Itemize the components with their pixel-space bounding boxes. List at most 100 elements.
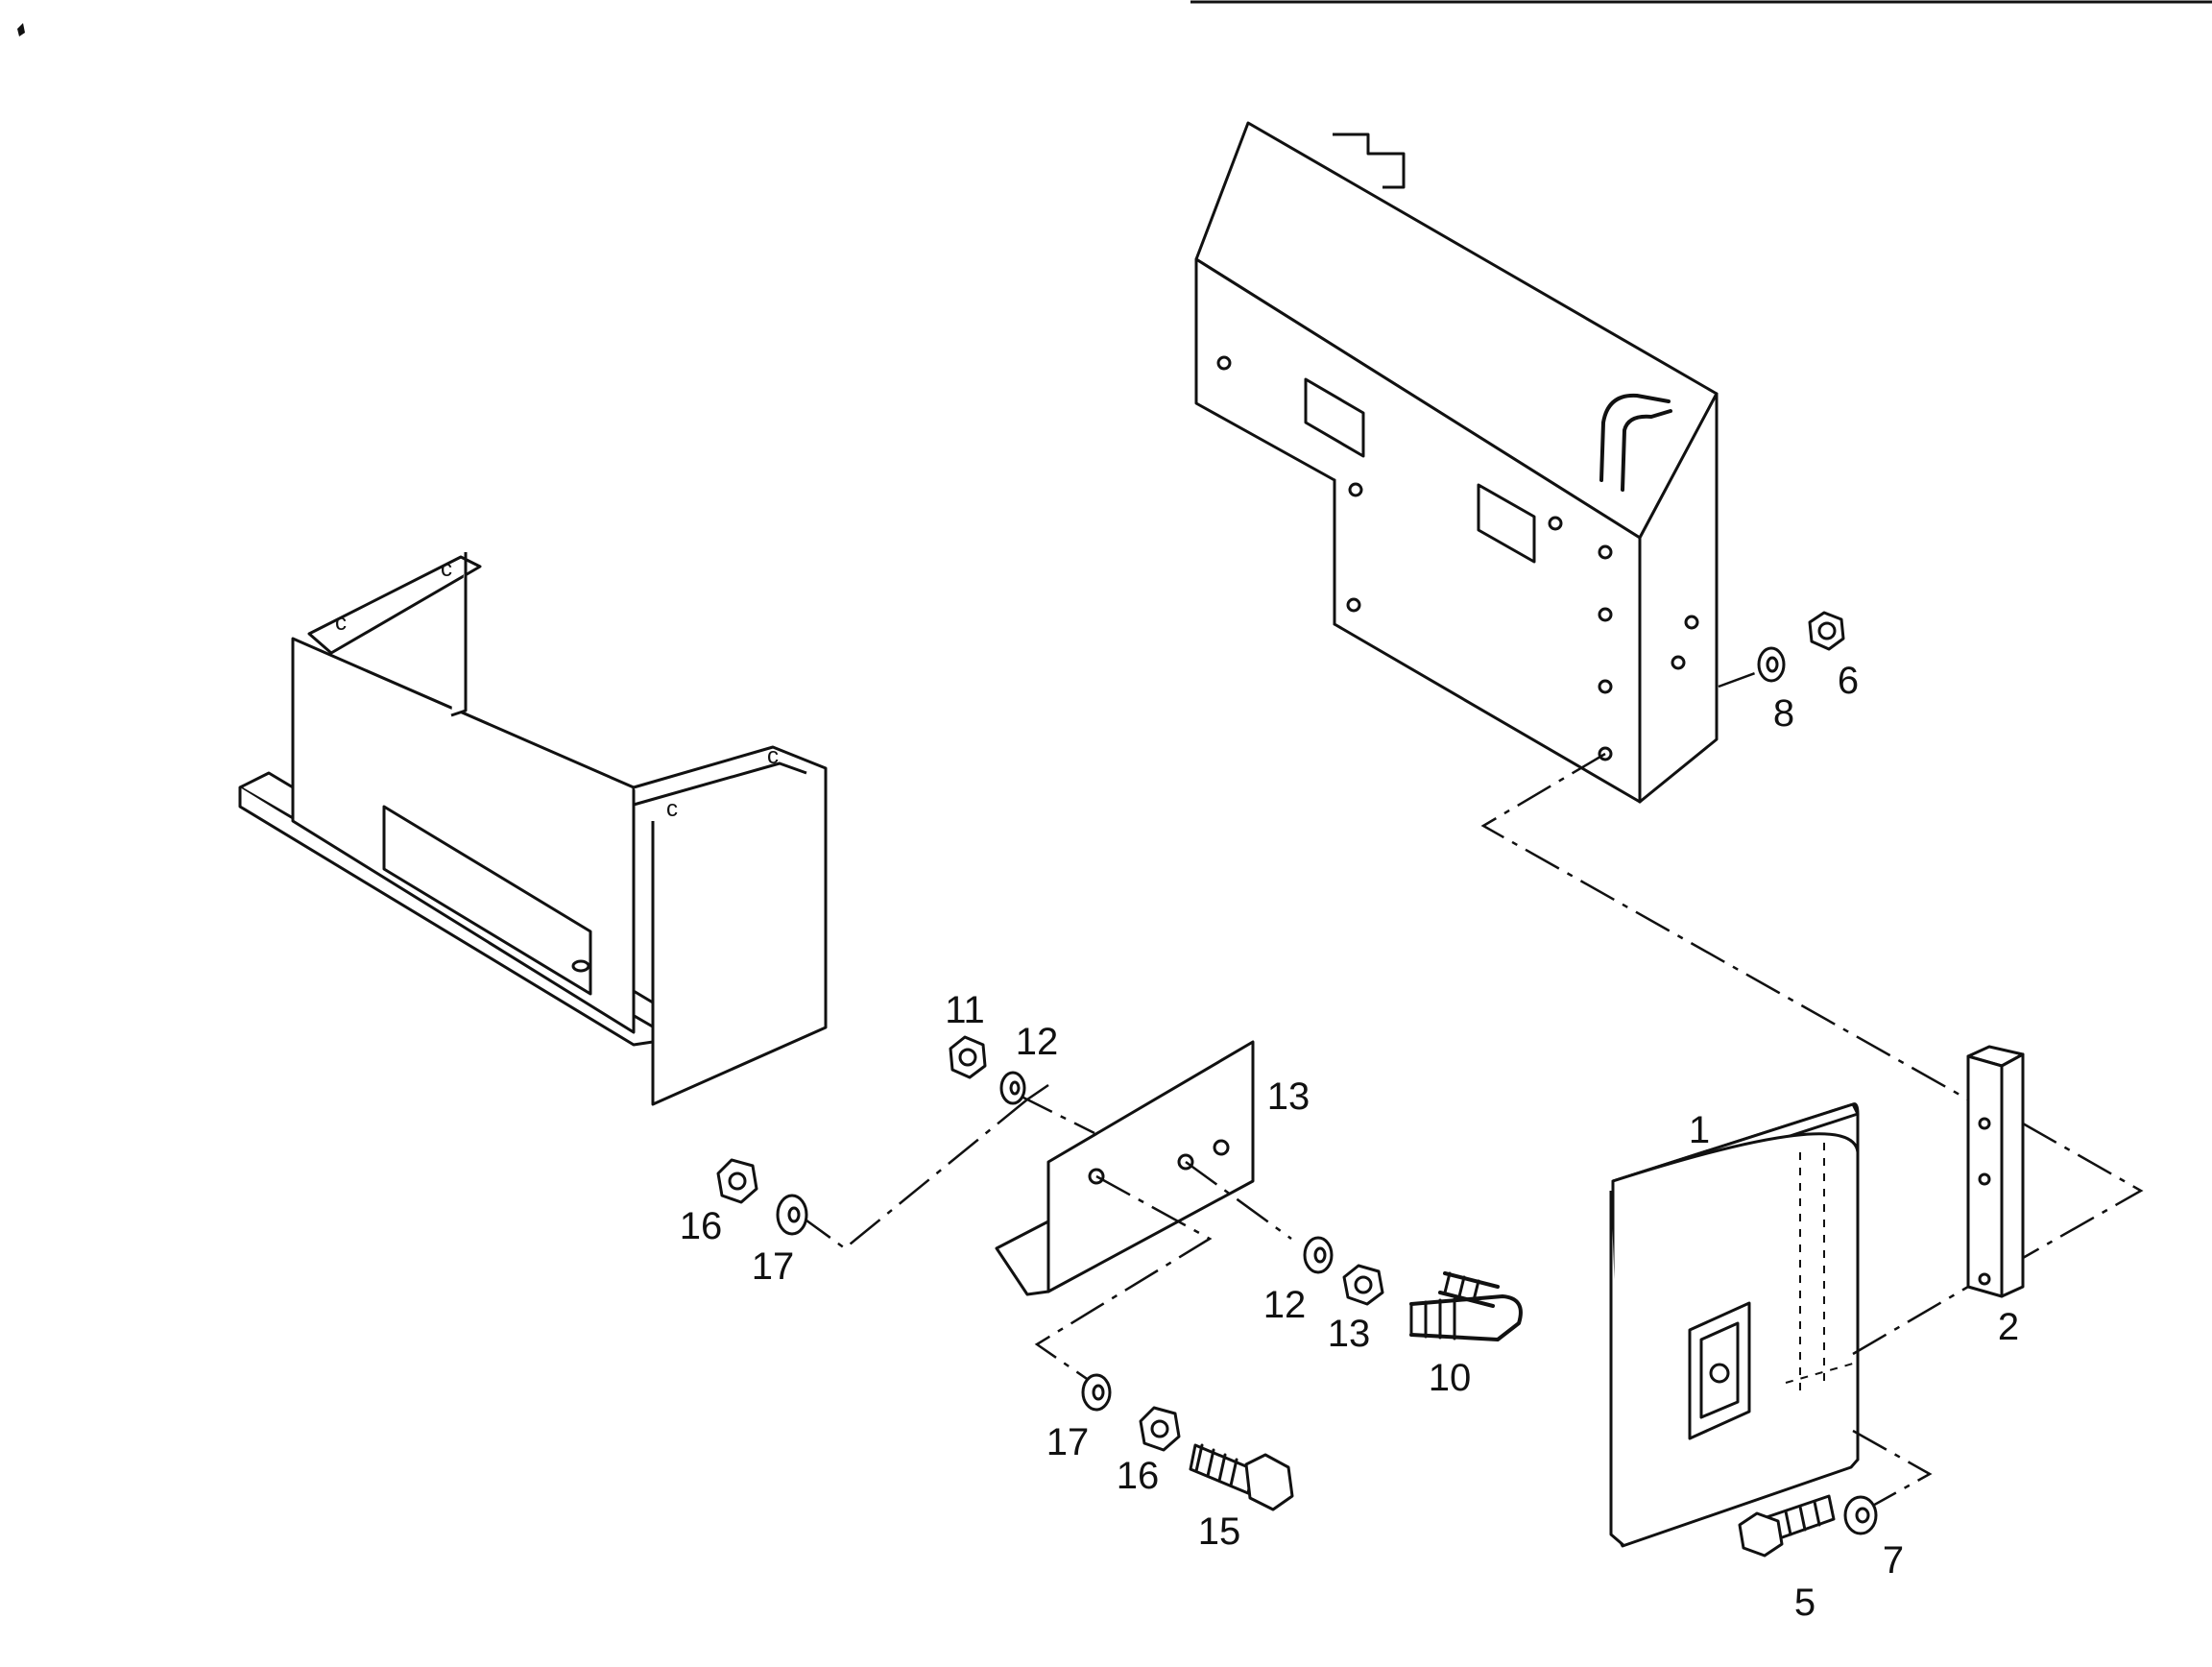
washer: [1843, 1495, 1878, 1535]
nut: [1139, 1406, 1181, 1452]
lock-washer: [999, 1071, 1026, 1105]
center-line-bar-right: [2022, 1122, 2144, 1260]
center-line-bolt-path: [1034, 1174, 1213, 1385]
battery-box-side-face: [1638, 392, 1719, 804]
spacer-bar-hole-3: [1978, 1272, 1991, 1286]
lock-washer-12-upper: [999, 1071, 1026, 1105]
washer-7: [1843, 1495, 1878, 1535]
spacer-bar: [1966, 1045, 2025, 1298]
callout-13-lower: 13: [1328, 1313, 1371, 1355]
support-frame: c c c c: [238, 552, 828, 1106]
washer-8-bore: [1766, 656, 1779, 673]
nut-13-lower-bore: [1354, 1275, 1373, 1294]
support-frame-hole: [571, 959, 590, 973]
washer-17-left: [776, 1194, 808, 1236]
cover-panel: [1609, 1102, 1860, 1548]
lock-washer-12-lower: [1303, 1236, 1334, 1274]
nut: [1342, 1264, 1384, 1306]
nut: [716, 1158, 758, 1204]
angle-bracket-hole-1: [1088, 1168, 1105, 1185]
callout-7: 7: [1883, 1539, 1904, 1582]
callout-15: 15: [1198, 1510, 1241, 1553]
spacer-bar-hole-1: [1978, 1117, 1991, 1130]
u-bolt-10-upper-leg: [1438, 1271, 1500, 1308]
nut-13-lower: [1342, 1264, 1384, 1306]
center-line-washer12-to-bracket: [1017, 1093, 1095, 1135]
angle-bracket-hole-3: [1213, 1139, 1230, 1156]
callout-17-lower: 17: [1046, 1421, 1090, 1463]
nut-16-lower: [1139, 1406, 1181, 1452]
support-frame-mark-2: c: [441, 556, 452, 582]
center-line-panel-to-washer: [1852, 1429, 1933, 1514]
bolt-5-head: [1738, 1511, 1784, 1558]
battery-box-tab-2: [1477, 483, 1536, 564]
u-bolt-10-upper-threads: [1443, 1271, 1480, 1302]
nut-6-bore: [1817, 621, 1837, 640]
callout-10: 10: [1429, 1357, 1472, 1399]
latch-recess: [1699, 1321, 1740, 1419]
scan-mark: [17, 23, 25, 36]
washer-8: [1757, 646, 1786, 683]
callout-11: 11: [945, 989, 985, 1031]
nut-6: [1808, 611, 1845, 651]
center-line-stub: [1026, 1083, 1049, 1101]
angle-bracket-vertical-face: [1046, 1040, 1255, 1293]
cover-panel-left-edge: [1609, 1191, 1625, 1548]
callout-labels: 1 2 5 6 7 8 10 11 12 12 13 13 15 16 16 1…: [680, 660, 2019, 1624]
callout-16-left: 16: [680, 1205, 723, 1247]
washer: [1081, 1373, 1112, 1412]
washer-7-bore: [1855, 1507, 1870, 1524]
battery-box-handle: [1599, 393, 1672, 492]
spacer-bar-hole-2: [1978, 1172, 1991, 1186]
assembly-center-lines: [791, 661, 2144, 1514]
callout-17-left: 17: [752, 1245, 795, 1288]
battery-box-holes: [1216, 355, 1699, 761]
center-line-washer17-to-bracket: [791, 1099, 1028, 1250]
lock-washer: [1303, 1236, 1334, 1274]
nut-11: [949, 1035, 987, 1079]
nut-16-left: [716, 1158, 758, 1204]
spacer-bar-side: [2000, 1052, 2025, 1298]
angle-bracket-hole-2: [1177, 1153, 1194, 1171]
washer-17-lower-bore: [1092, 1384, 1105, 1401]
center-line-box-to-washer: [1718, 661, 1785, 689]
callout-13-upper: 13: [1267, 1075, 1310, 1118]
nut: [1808, 611, 1845, 651]
support-frame-end-flange: [633, 761, 807, 807]
bolt-5-threads: [1784, 1500, 1821, 1536]
callout-16-lower: 16: [1117, 1455, 1160, 1497]
callout-2: 2: [1998, 1306, 2019, 1348]
support-frame-end-plate: [633, 745, 828, 1106]
angle-bracket: [995, 1040, 1255, 1296]
nut-16-lower-bore: [1150, 1419, 1169, 1438]
lock-washer-12-lower-bore: [1313, 1246, 1327, 1264]
battery-box-tab-1: [1304, 377, 1365, 458]
lock-washer-12-upper-bore: [1009, 1080, 1021, 1096]
callout-12-upper: 12: [1016, 1021, 1059, 1063]
support-frame-mark-1: c: [335, 610, 347, 636]
center-line-bar-to-panel: [1852, 1285, 1969, 1356]
center-line-box-to-bar: [1480, 752, 1969, 1101]
u-bolt-10-threads: [1409, 1297, 1456, 1341]
center-line-bracket-to-washer12: [1185, 1160, 1292, 1241]
washer-17-lower: [1081, 1373, 1112, 1412]
bolt: [1738, 1494, 1836, 1558]
u-bolt: [1409, 1271, 1523, 1341]
nut: [949, 1035, 987, 1079]
support-frame-upper-bracket: [307, 555, 482, 655]
callout-8: 8: [1773, 692, 1794, 735]
washer: [776, 1194, 808, 1236]
support-frame-mark-3: c: [666, 796, 678, 822]
support-frame-mark-4: c: [767, 743, 779, 769]
battery-box-lug: [1333, 133, 1406, 189]
bolt: [1189, 1443, 1294, 1511]
callout-12-lower: 12: [1263, 1284, 1307, 1326]
support-frame-upright: [450, 552, 468, 717]
washer-17-left-bore: [787, 1206, 801, 1223]
latch-button: [1709, 1363, 1730, 1384]
spacer-bar-front: [1966, 1054, 2004, 1298]
nut-11-bore: [958, 1048, 977, 1067]
washer: [1757, 646, 1786, 683]
battery-box: [1194, 121, 1719, 804]
